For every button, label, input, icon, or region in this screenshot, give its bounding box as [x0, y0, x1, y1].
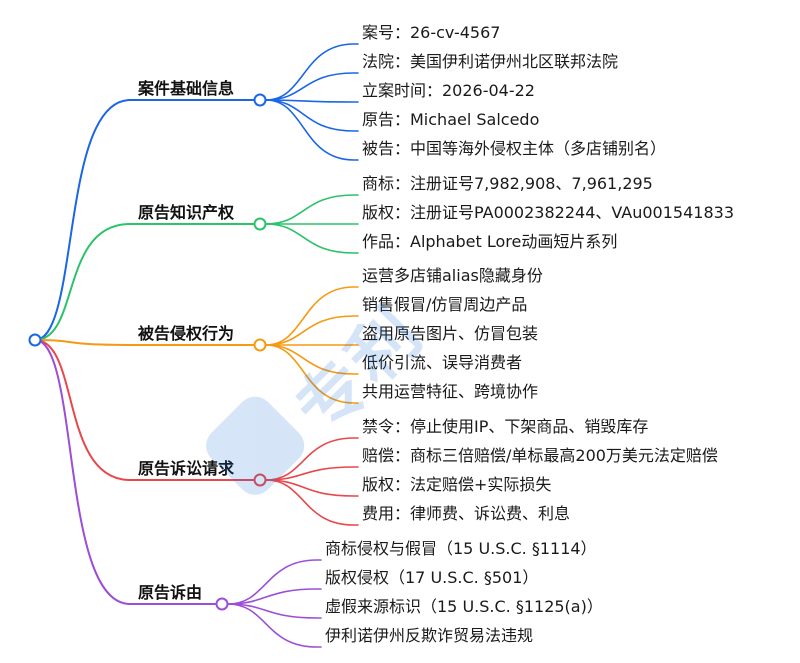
leaf-item-0-2: 立案时间：2026-04-22 — [362, 81, 535, 100]
leaf-item-2-1: 销售假冒/仿冒周边产品 — [362, 295, 528, 314]
branch-title-2: 被告侵权行为 — [138, 324, 235, 343]
branch-link-0 — [34, 99, 255, 341]
leaf-item-0-1: 法院：美国伊利诺伊州北区联邦法院 — [362, 52, 619, 71]
branch-title-4: 原告诉由 — [138, 583, 203, 602]
branch-node-3[interactable] — [253, 473, 267, 487]
leaf-link-2-1 — [265, 315, 359, 346]
branch-link-1 — [34, 223, 255, 341]
leaf-item-2-4: 共用运营特征、跨境协作 — [362, 382, 539, 401]
leaf-link-3-1 — [265, 466, 359, 481]
leaf-item-2-2: 盗用原告图片、仿冒包装 — [362, 324, 539, 343]
leaf-item-1-0: 商标：注册证号7,982,908、7,961,295 — [362, 174, 653, 193]
leaf-item-3-1: 赔偿：商标三倍赔偿/单标最高200万美元法定赔偿 — [362, 446, 718, 465]
branch-node-0[interactable] — [253, 93, 267, 107]
leaf-link-4-1 — [227, 588, 322, 605]
branch-link-2 — [34, 339, 255, 346]
leaf-link-0-2 — [265, 99, 359, 103]
branch-node-4[interactable] — [215, 597, 229, 611]
leaf-link-3-0 — [265, 437, 359, 481]
leaf-item-1-1: 版权：注册证号PA0002382244、VAu001541833 — [362, 203, 734, 222]
leaf-item-3-0: 禁令：停止使用IP、下架商品、销毁库存 — [362, 417, 649, 436]
leaf-link-4-3 — [227, 603, 322, 648]
leaf-link-1-0 — [265, 194, 359, 225]
leaf-item-4-1: 版权侵权（17 U.S.C. §501） — [325, 568, 539, 587]
leaf-item-0-4: 被告：中国等海外侵权主体（多店铺别名） — [362, 139, 667, 158]
branch-link-3 — [34, 339, 255, 481]
leaf-item-1-2: 作品：Alphabet Lore动画短片系列 — [362, 232, 618, 251]
leaf-item-2-3: 低价引流、误导消费者 — [362, 353, 523, 372]
leaf-link-2-4 — [265, 344, 359, 404]
leaf-item-3-3: 费用：律师费、诉讼费、利息 — [362, 504, 571, 523]
leaf-link-3-2 — [265, 479, 359, 497]
root-node[interactable] — [28, 333, 42, 347]
leaf-link-0-3 — [265, 99, 359, 132]
leaf-item-4-0: 商标侵权与假冒（15 U.S.C. §1114） — [325, 539, 597, 558]
branch-title-0: 案件基础信息 — [138, 79, 235, 98]
leaf-link-4-2 — [227, 603, 322, 619]
branch-title-1: 原告知识产权 — [138, 203, 235, 222]
branch-title-3: 原告诉讼请求 — [138, 459, 235, 478]
leaf-link-3-3 — [265, 479, 359, 526]
branch-node-1[interactable] — [253, 217, 267, 231]
leaf-item-0-3: 原告：Michael Salcedo — [362, 110, 540, 129]
branch-link-4 — [34, 339, 217, 605]
leaf-item-4-3: 伊利诺伊州反欺诈贸易法违规 — [325, 626, 534, 645]
leaf-item-4-2: 虚假来源标识（15 U.S.C. §1125(a)） — [325, 597, 603, 616]
leaf-item-0-0: 案号：26-cv-4567 — [362, 23, 501, 42]
leaf-item-2-0: 运营多店铺alias隐藏身份 — [362, 266, 543, 285]
leaf-link-0-4 — [265, 99, 359, 161]
leaf-link-0-0 — [265, 43, 359, 101]
branch-node-2[interactable] — [253, 338, 267, 352]
leaf-link-2-3 — [265, 344, 359, 375]
leaf-link-4-0 — [227, 559, 322, 605]
leaf-link-1-2 — [265, 223, 359, 254]
leaf-link-0-1 — [265, 72, 359, 101]
leaf-item-3-2: 版权：法定赔偿+实际损失 — [362, 475, 552, 494]
leaf-link-2-0 — [265, 286, 359, 346]
